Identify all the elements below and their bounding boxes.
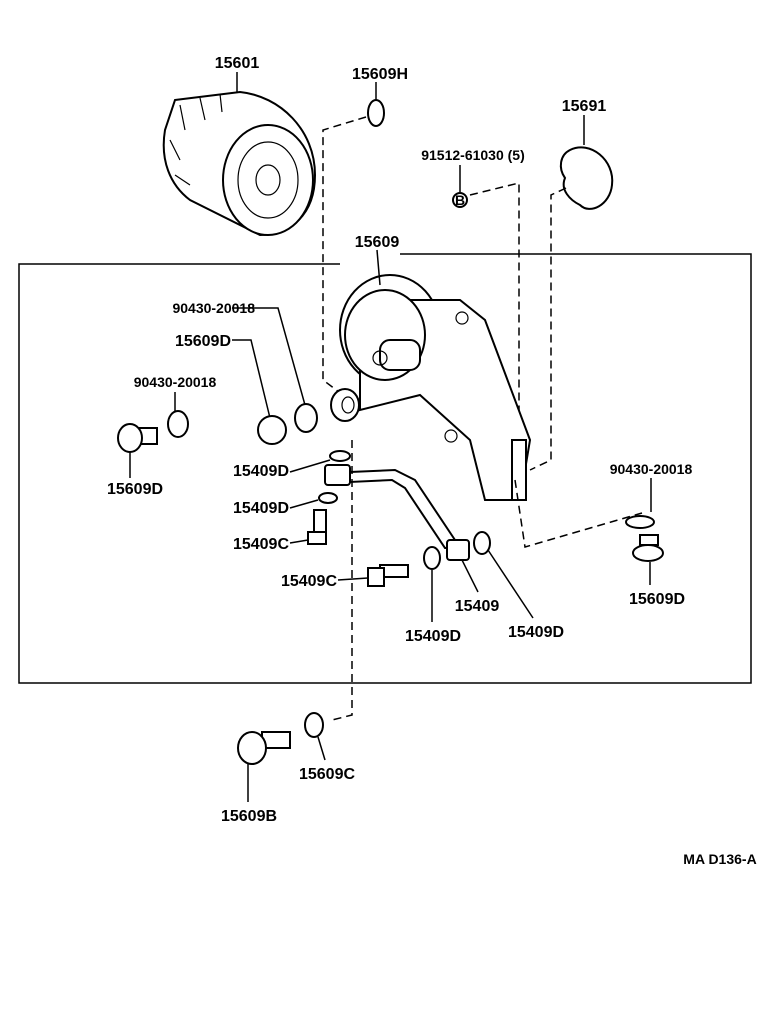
gasket-left-part xyxy=(167,410,189,438)
assembly-frame xyxy=(18,253,752,684)
label-91512-61030: 91512-61030 (5) xyxy=(421,147,525,163)
diagram-code: MA D136-A xyxy=(683,851,756,867)
label-15409: 15409 xyxy=(455,598,500,615)
gasket-right-part xyxy=(625,515,655,529)
washer-2-part xyxy=(318,492,338,504)
bolt-c-1-part xyxy=(307,509,327,545)
label-15609d-right: 15609D xyxy=(629,591,685,608)
label-15609b: 15609B xyxy=(221,808,277,825)
gasket-upper-part xyxy=(294,403,318,433)
washer-4-part xyxy=(473,531,491,555)
label-90430-20018-left: 90430-20018 xyxy=(134,374,217,390)
label-15601: 15601 xyxy=(215,55,260,72)
bolt-b-marker-text: B xyxy=(455,192,465,208)
oil-pipe-part xyxy=(324,464,470,561)
label-90430-20018-upper: 90430-20018 xyxy=(172,300,255,316)
label-15409c-1: 15409C xyxy=(233,536,289,553)
label-90430-20018-right: 90430-20018 xyxy=(610,461,693,477)
label-15609h: 15609H xyxy=(352,66,408,83)
gasket-part xyxy=(559,146,614,210)
o-ring-part xyxy=(367,99,385,127)
washer-1-part xyxy=(329,450,351,462)
label-15409c-2: 15409C xyxy=(281,573,337,590)
label-15409d-4: 15409D xyxy=(508,624,564,641)
label-15609c: 15609C xyxy=(299,766,355,783)
washer-3-part xyxy=(423,546,441,570)
label-15609d-mid: 15609D xyxy=(175,333,231,350)
oil-filter-part xyxy=(162,90,317,237)
label-15409d-1: 15409D xyxy=(233,463,289,480)
label-15409d-2: 15409D xyxy=(233,500,289,517)
plug-d-right-part xyxy=(632,534,664,562)
plug-d-mid-part xyxy=(257,415,287,445)
oil-filter-bracket-part xyxy=(330,274,532,501)
gasket-c-part xyxy=(304,712,324,738)
label-15609d-left: 15609D xyxy=(107,481,163,498)
union-bolt-b-part xyxy=(237,731,291,765)
bolt-b-marker xyxy=(452,192,468,208)
plug-d-left-part xyxy=(117,423,158,453)
bolt-c-2-part xyxy=(367,564,409,587)
label-15691: 15691 xyxy=(562,98,607,115)
label-15409d-3: 15409D xyxy=(405,628,461,645)
label-15609: 15609 xyxy=(355,234,400,251)
